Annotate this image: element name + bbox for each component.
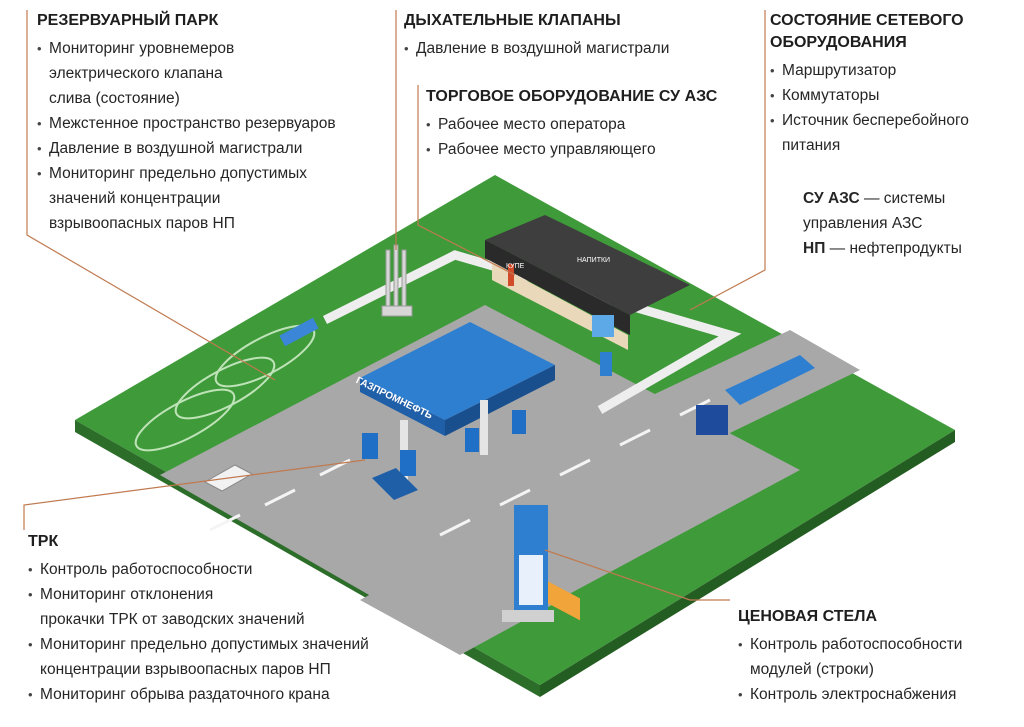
list-item-text: Межстенное пространство резервуаров [49,115,336,132]
list-item: Мониторинг предельно допустимых значений… [37,161,387,236]
legend-su-def: — системы [859,190,946,207]
leader-lines [23,10,766,601]
list-item: Давление в воздушной магистрали [404,36,724,61]
list-item-text: Маршрутизатор [782,62,897,79]
list-item-text: Давление в воздушной магистрали [49,140,303,157]
list-item: Мониторинг обрыва раздаточного крана [28,682,428,707]
list-item-text: Контроль работоспособности [40,561,253,578]
trade-title: ТОРГОВОЕ ОБОРУДОВАНИЕ СУ АЗС [426,88,718,105]
list-item: Контроль работоспособности [28,557,428,582]
list-item-text: Коммутаторы [782,87,880,104]
fuel-pumps [362,410,526,476]
network-title-line: ОБОРУДОВАНИЯ [770,34,907,51]
list-item-text: значений концентрации [49,190,221,207]
valves-list: Давление в воздушной магистрали [404,36,724,61]
list-item: Контроль электроснабжения [738,682,1018,707]
list-item-text: Мониторинг предельно допустимых значений [40,636,369,653]
list-item: Мониторинг отклонения прокачки ТРК от за… [28,582,428,632]
list-item-text: Мониторинг предельно допустимых [49,165,308,182]
list-item: Источник бесперебойного питания [770,108,1015,158]
list-item: Рабочее место управляющего [426,137,756,162]
price-stela [502,505,554,622]
legend-su: СУ АЗС — системы [803,186,962,211]
list-item-text: прокачки ТРК от заводских значений [40,611,305,628]
grass-edge-right [540,430,955,697]
network-title-line: СОСТОЯНИЕ СЕТЕВОГО [770,12,964,29]
terminal-kiosk [600,352,612,376]
network-list: Маршрутизатор Коммутаторы Источник беспе… [770,58,1015,158]
list-item-text: концентрации взрывоопасных паров НП [40,661,331,678]
stela-section: ЦЕНОВАЯ СТЕЛА Контроль работоспособности… [738,606,1018,707]
tank-control-box [279,317,319,347]
network-section: СОСТОЯНИЕ СЕТЕВОГО ОБОРУДОВАНИЯ Маршрути… [770,10,1015,158]
list-item-text: Давление в воздушной магистрали [416,40,670,57]
car-blue [372,468,418,500]
list-item-text: Мониторинг уровнемеров [49,40,235,57]
list-item: Мониторинг уровнемеров электрического кл… [37,36,387,111]
legend-np-term: НП [803,240,826,257]
valves-section: ДЫХАТЕЛЬНЫЕ КЛАПАНЫ Давление в воздушной… [404,10,724,61]
shop-sign-2: НАПИТКИ [577,257,610,264]
list-item: Контроль работоспособности модулей (стро… [738,632,1018,682]
list-item-text: Рабочее место оператора [438,116,626,133]
list-item: Межстенное пространство резервуаров [37,111,387,136]
legend-np-def: — нефтепродукты [825,240,962,257]
network-title: СОСТОЯНИЕ СЕТЕВОГО ОБОРУДОВАНИЯ [770,10,1015,54]
trk-section: ТРК Контроль работоспособности Мониторин… [28,531,428,707]
list-item-text: взрывоопасных паров НП [49,215,235,232]
legend-np: НП — нефтепродукты [803,236,962,261]
stela-list: Контроль работоспособности модулей (стро… [738,632,1018,707]
fuel-canopy [360,322,555,480]
reservoir-title: РЕЗЕРВУАРНЫЙ ПАРК [37,12,219,29]
fuel-truck [696,355,815,435]
list-item: Маршрутизатор [770,58,1015,83]
list-item-text: Контроль электроснабжения [750,686,957,703]
list-item-text: Рабочее место управляющего [438,141,656,158]
list-item-text: Контроль работоспособности [750,636,963,653]
legend-su-term: СУ АЗС [803,190,860,207]
list-item: Давление в воздушной магистрали [37,136,387,161]
trade-section: ТОРГОВОЕ ОБОРУДОВАНИЕ СУ АЗС Рабочее мес… [426,86,756,162]
list-item-text: Мониторинг обрыва раздаточного крана [40,686,330,703]
trade-list: Рабочее место оператора Рабочее место уп… [426,112,756,162]
list-item: Мониторинг предельно допустимых значений… [28,632,428,682]
list-item-text: Источник бесперебойного [782,112,969,129]
list-item: Рабочее место оператора [426,112,756,137]
list-item-text: Мониторинг отклонения [40,586,214,603]
list-item-text: модулей (строки) [750,661,874,678]
list-item-text: слива (состояние) [49,90,180,107]
shop-building [485,215,690,621]
list-item: Коммутаторы [770,83,1015,108]
reservoir-list: Мониторинг уровнемеров электрического кл… [37,36,387,236]
list-item-text: электрического клапана [49,65,223,82]
shop-sign-1: КУПЕ [506,263,525,270]
list-item-text: питания [782,137,841,154]
legend-su-def-2: управления АЗС [803,215,923,232]
reservoir-section: РЕЗЕРВУАРНЫЙ ПАРК Мониторинг уровнемеров… [37,10,387,236]
valves-title: ДЫХАТЕЛЬНЫЕ КЛАПАНЫ [404,12,621,29]
trk-title: ТРК [28,533,59,550]
abbreviation-legend: СУ АЗС — системы управления АЗС НП — неф… [803,186,962,261]
stela-title: ЦЕНОВАЯ СТЕЛА [738,608,877,625]
trk-list: Контроль работоспособности Мониторинг от… [28,557,428,707]
